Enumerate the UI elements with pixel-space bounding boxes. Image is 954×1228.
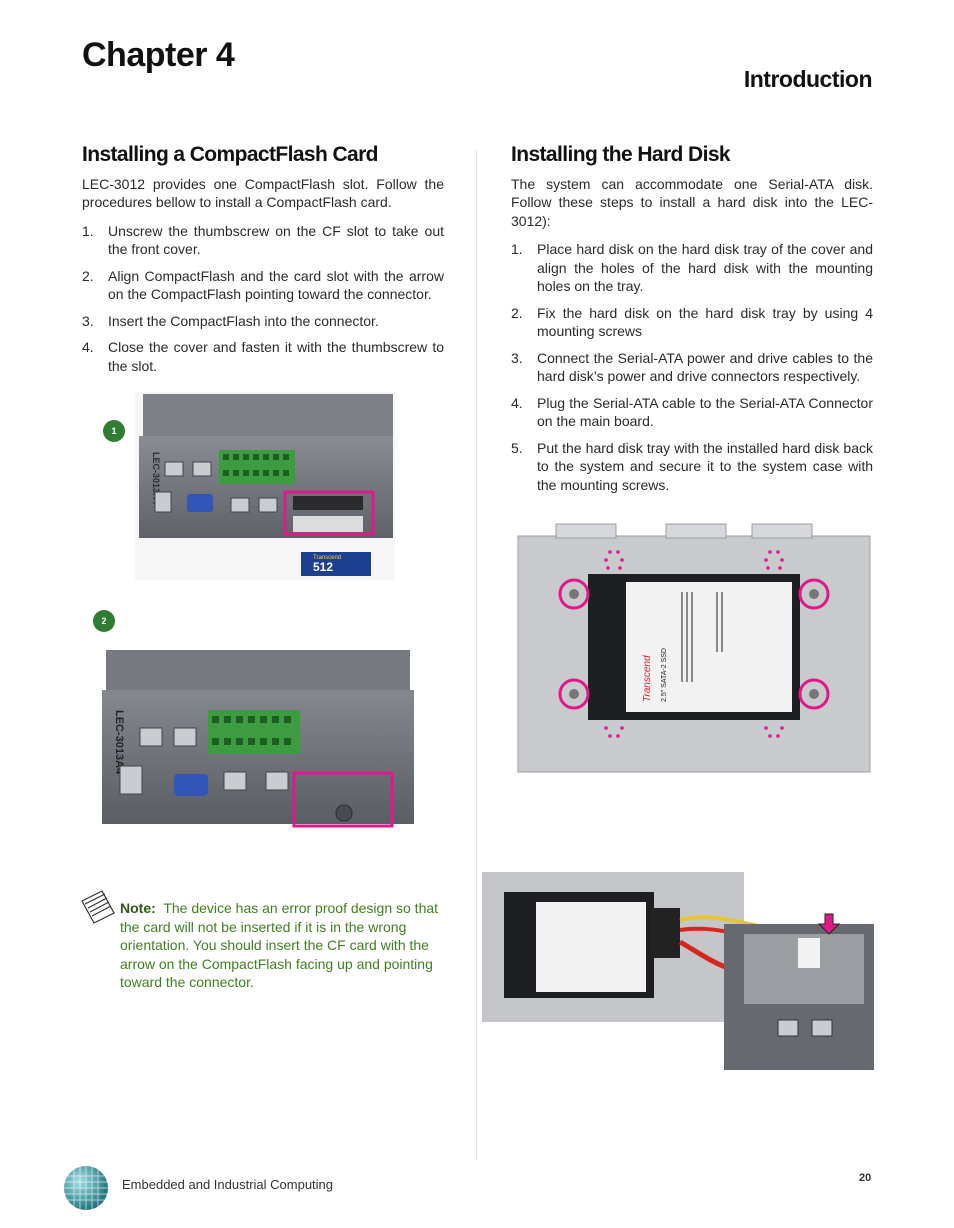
cf-step: 3.Insert the CompactFlash into the conne… bbox=[82, 312, 379, 329]
hdd-intro: The system can accommodate one Serial-AT… bbox=[511, 175, 873, 229]
ssd-model: 2.5" SATA-2 SSD bbox=[661, 648, 668, 702]
right-column: Installing the Hard Disk The system can … bbox=[511, 143, 873, 502]
column-divider bbox=[476, 150, 477, 1160]
hdd-install-photo bbox=[482, 870, 874, 1070]
device-photo-1: LEC-3013A4 512 Transcend bbox=[135, 392, 395, 580]
cf-card-size: 512 bbox=[313, 560, 333, 574]
company-logo bbox=[60, 1164, 112, 1212]
cf-intro: LEC-3012 provides one CompactFlash slot.… bbox=[82, 175, 444, 211]
device-photo-2: LEC-3013A4 bbox=[100, 648, 418, 828]
footer-text: Embedded and Industrial Computing bbox=[122, 1177, 334, 1192]
note-body: The device has an error proof design so … bbox=[120, 900, 439, 990]
note-label: Note: bbox=[120, 900, 156, 916]
hdd-step: 5.Put the hard disk tray with the instal… bbox=[511, 439, 873, 493]
device-label-text: LEC-3013A4 bbox=[151, 452, 161, 505]
cf-step: 1.Unscrew the thumbscrew on the CF slot … bbox=[82, 222, 444, 258]
section-title: Introduction bbox=[743, 66, 873, 92]
step-1-badge: 1 bbox=[103, 420, 125, 442]
device-label-text-2: LEC-3013A4 bbox=[113, 710, 125, 775]
note-text: Note: The device has an error proof desi… bbox=[120, 899, 446, 992]
chapter-title: Chapter 4 bbox=[82, 36, 235, 74]
cf-step: 4.Close the cover and fasten it with the… bbox=[82, 339, 444, 374]
hdd-step: 4.Plug the Serial-ATA cable to the Seria… bbox=[511, 394, 873, 430]
hdd-step: 2.Fix the hard disk on the hard disk tra… bbox=[511, 304, 873, 340]
hdd-steps-list: 1.Place hard disk on the hard disk tray … bbox=[511, 240, 873, 494]
hdd-heading: Installing the Hard Disk bbox=[511, 143, 731, 166]
step-2-badge: 2 bbox=[93, 610, 115, 632]
hdd-tray-photo: Transcend 2.5" SATA-2 SSD bbox=[516, 522, 872, 774]
hdd-step: 1.Place hard disk on the hard disk tray … bbox=[511, 241, 873, 294]
cf-steps-list: 1.Unscrew the thumbscrew on the CF slot … bbox=[82, 222, 444, 376]
page-number: 20 bbox=[859, 1172, 872, 1184]
cf-card-brand: Transcend bbox=[313, 555, 341, 561]
ssd-brand: Transcend bbox=[642, 655, 653, 702]
cf-heading: Installing a CompactFlash Card bbox=[82, 143, 379, 166]
note-icon bbox=[78, 887, 118, 927]
cf-step: 2.Align CompactFlash and the card slot w… bbox=[82, 267, 444, 303]
left-column: Installing a CompactFlash Card LEC-3012 … bbox=[82, 143, 444, 383]
hdd-step: 3.Connect the Serial-ATA power and drive… bbox=[511, 349, 873, 385]
